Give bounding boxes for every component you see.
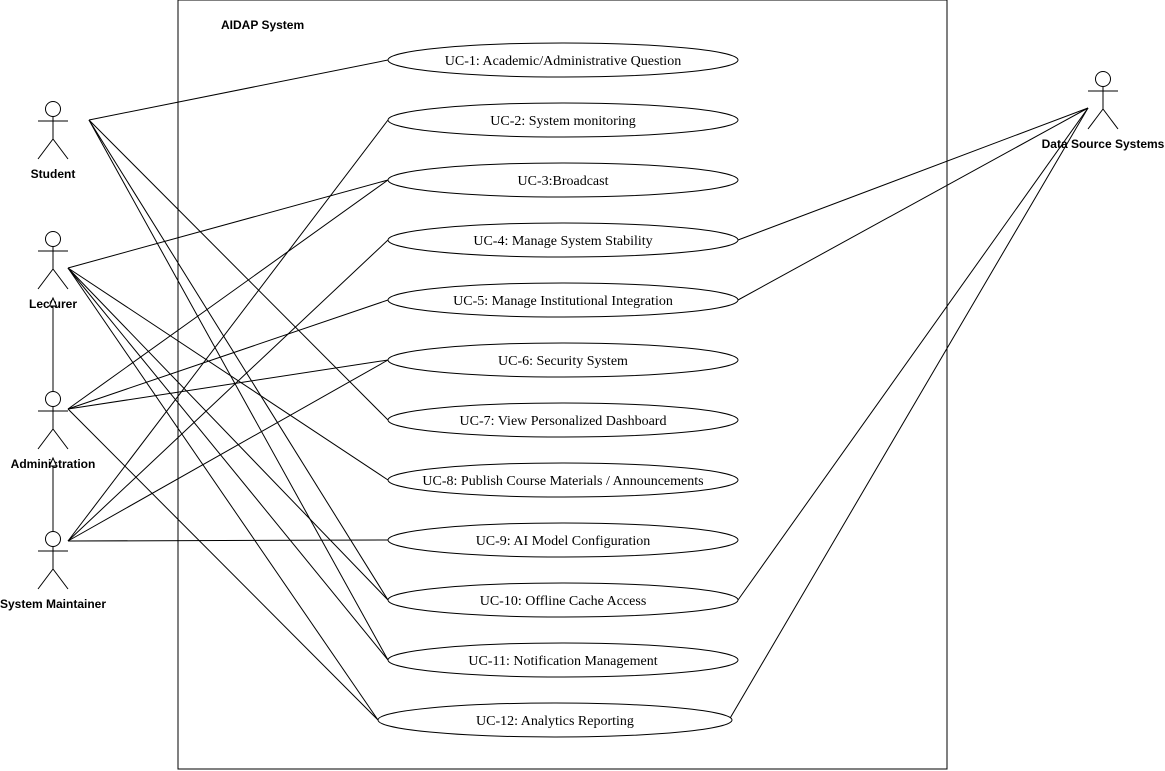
use-case-ellipse (387, 42, 739, 78)
association-line (67, 267, 389, 661)
use-case-uc-1[interactable]: UC-1: Academic/Administrative Question (387, 42, 739, 78)
actor-data-source-systems[interactable]: Data Source Systems (1042, 71, 1165, 152)
use-case-uc-11[interactable]: UC-11: Notification Management (387, 642, 739, 678)
use-cases: UC-1: Academic/Administrative QuestionUC… (377, 42, 739, 738)
association-line (67, 267, 389, 481)
generalization-arrow (48, 296, 58, 391)
association-line (67, 267, 379, 721)
hollow-arrowhead-icon (48, 296, 58, 307)
hollow-arrowhead-icon (48, 456, 58, 467)
use-case-uc-8[interactable]: UC-8: Publish Course Materials / Announc… (387, 462, 739, 498)
use-case-uc-2[interactable]: UC-2: System monitoring (387, 102, 739, 138)
system-title: AIDAP System (221, 18, 304, 32)
association-line (88, 119, 389, 601)
association-line (67, 539, 389, 542)
use-case-ellipse (387, 462, 739, 498)
use-case-uc-4[interactable]: UC-4: Manage System Stability (387, 222, 739, 258)
use-case-ellipse (387, 582, 739, 618)
use-case-uc-10[interactable]: UC-10: Offline Cache Access (387, 582, 739, 618)
use-case-ellipse (387, 342, 739, 378)
use-case-label: UC-9: AI Model Configuration (476, 534, 651, 549)
use-case-label: UC-2: System monitoring (490, 114, 635, 129)
use-case-ellipse (387, 162, 739, 198)
use-case-label: UC-12: Analytics Reporting (476, 714, 634, 729)
actor-label: Data Source Systems (1042, 137, 1165, 151)
use-case-label: UC-8: Publish Course Materials / Announc… (422, 474, 703, 489)
use-case-label: UC-7: View Personalized Dashboard (460, 414, 667, 429)
use-case-ellipse (387, 282, 739, 318)
use-case-ellipse (387, 222, 739, 258)
use-case-ellipse (387, 642, 739, 678)
actor-student[interactable]: Student (31, 101, 76, 182)
association-line (67, 179, 389, 269)
use-case-ellipse (387, 102, 739, 138)
association-line (88, 119, 389, 661)
stick-figure-icon (37, 531, 69, 590)
use-case-uc-9[interactable]: UC-9: AI Model Configuration (387, 522, 739, 558)
association-line (67, 408, 379, 721)
association-line (737, 107, 1089, 241)
system-boundary (177, 0, 948, 770)
use-case-uc-7[interactable]: UC-7: View Personalized Dashboard (387, 402, 739, 438)
use-case-uc-6[interactable]: UC-6: Security System (387, 342, 739, 378)
association-line (737, 107, 1089, 601)
generalizations (48, 296, 58, 531)
association-line (67, 359, 389, 410)
use-case-ellipse (377, 702, 733, 738)
association-line (88, 119, 389, 421)
actor-label: Student (31, 167, 76, 181)
use-case-label: UC-11: Notification Management (468, 654, 657, 669)
association-line (728, 107, 1089, 721)
use-case-uc-3[interactable]: UC-3:Broadcast (387, 162, 739, 198)
actors: StudentLecturerAdministrationSystem Main… (0, 71, 1165, 612)
association-line (88, 59, 389, 121)
association-line (67, 119, 389, 542)
association-line (67, 239, 389, 542)
use-case-ellipse (387, 522, 739, 558)
actor-system-maintainer[interactable]: System Maintainer (0, 531, 106, 612)
use-case-ellipse (387, 402, 739, 438)
associations (67, 59, 1089, 721)
stick-figure-icon (37, 231, 69, 290)
use-case-label: UC-6: Security System (498, 354, 628, 369)
generalization-arrow (48, 456, 58, 531)
use-case-label: UC-4: Manage System Stability (473, 234, 652, 249)
association-line (67, 267, 389, 601)
use-case-uc-5[interactable]: UC-5: Manage Institutional Integration (387, 282, 739, 318)
association-line (67, 299, 389, 410)
use-case-label: UC-10: Offline Cache Access (480, 594, 647, 609)
use-case-label: UC-3:Broadcast (518, 174, 609, 189)
stick-figure-icon (37, 391, 69, 450)
association-line (67, 179, 389, 410)
stick-figure-icon (1087, 71, 1119, 130)
actor-label: System Maintainer (0, 597, 106, 611)
association-line (737, 107, 1089, 301)
stick-figure-icon (37, 101, 69, 160)
use-case-label: UC-1: Academic/Administrative Question (445, 54, 681, 69)
use-case-label: UC-5: Manage Institutional Integration (453, 294, 673, 309)
use-case-uc-12[interactable]: UC-12: Analytics Reporting (377, 702, 733, 738)
association-line (67, 359, 389, 542)
